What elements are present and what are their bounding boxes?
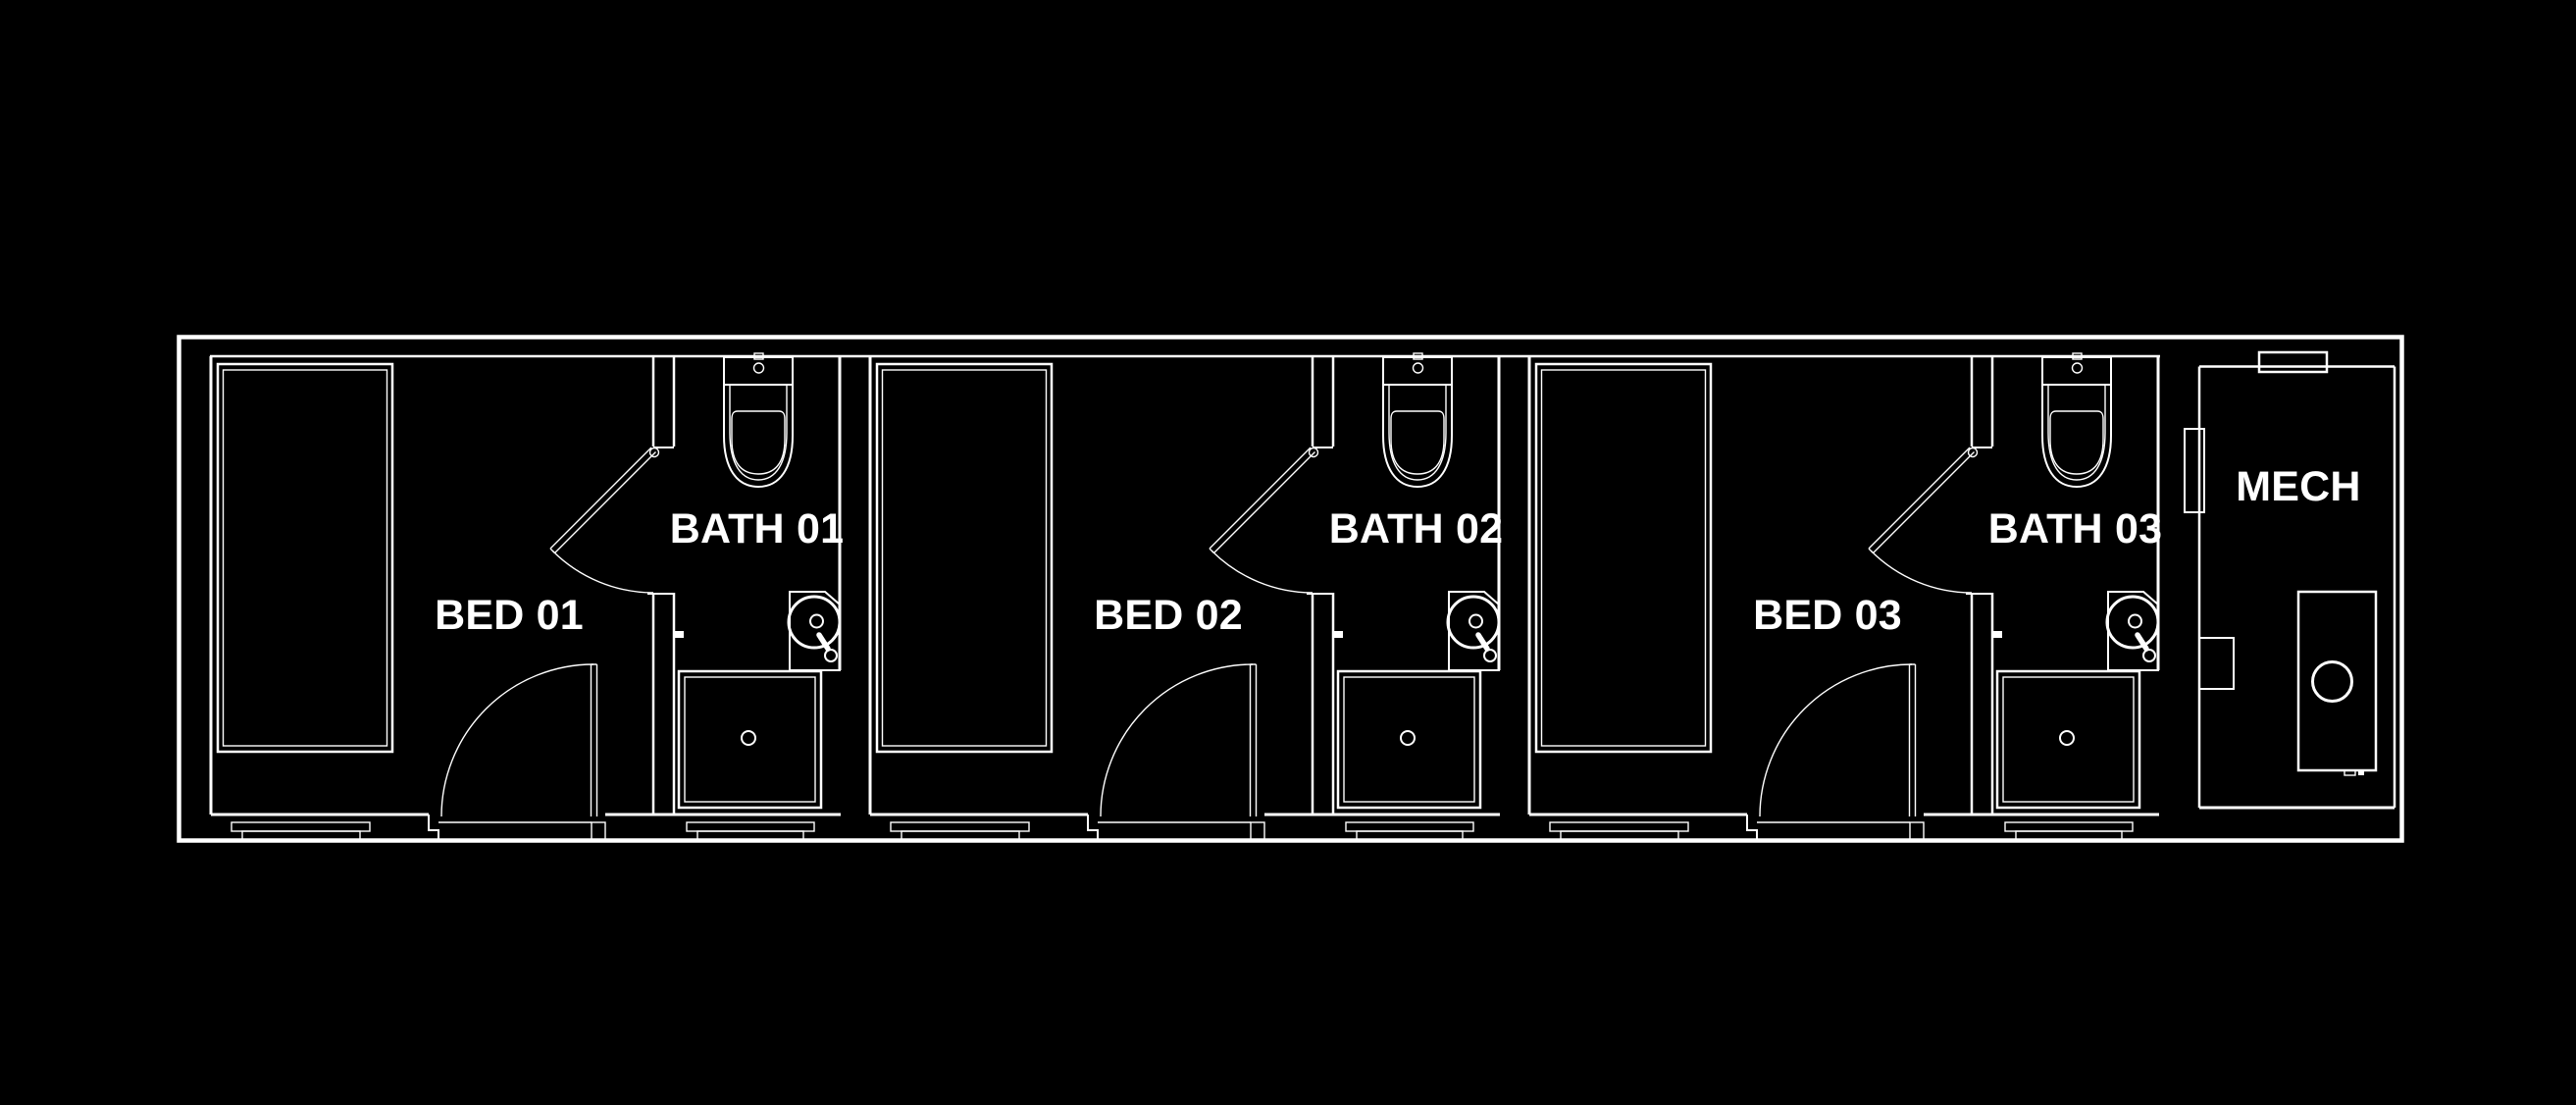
mech-room xyxy=(2184,350,2396,810)
room-label-bed-01: BED 01 xyxy=(435,592,584,639)
mech-equipment-box xyxy=(2198,637,2235,690)
water-heater-body xyxy=(2296,590,2378,772)
room-label-bath-02: BATH 02 xyxy=(1329,505,1503,552)
room-label-bed-03: BED 03 xyxy=(1753,592,1902,639)
room-label-mech: MECH xyxy=(2236,463,2360,510)
water-heater-port xyxy=(2311,660,2353,703)
outer-boundary-wall xyxy=(177,335,2404,843)
room-labels: BED 01 BATH 01 BED 02 BATH 02 BED 03 BAT… xyxy=(435,463,2360,639)
room-label-bath-01: BATH 01 xyxy=(670,505,844,552)
room-label-bath-03: BATH 03 xyxy=(1988,505,2162,552)
water-heater-symbol xyxy=(2296,590,2378,776)
room-label-bed-02: BED 02 xyxy=(1094,592,1243,639)
water-heater-foot xyxy=(2344,769,2356,776)
water-heater-foot xyxy=(2358,770,2364,775)
access-panel-symbol xyxy=(2184,428,2205,513)
vent-symbol xyxy=(2257,350,2329,374)
